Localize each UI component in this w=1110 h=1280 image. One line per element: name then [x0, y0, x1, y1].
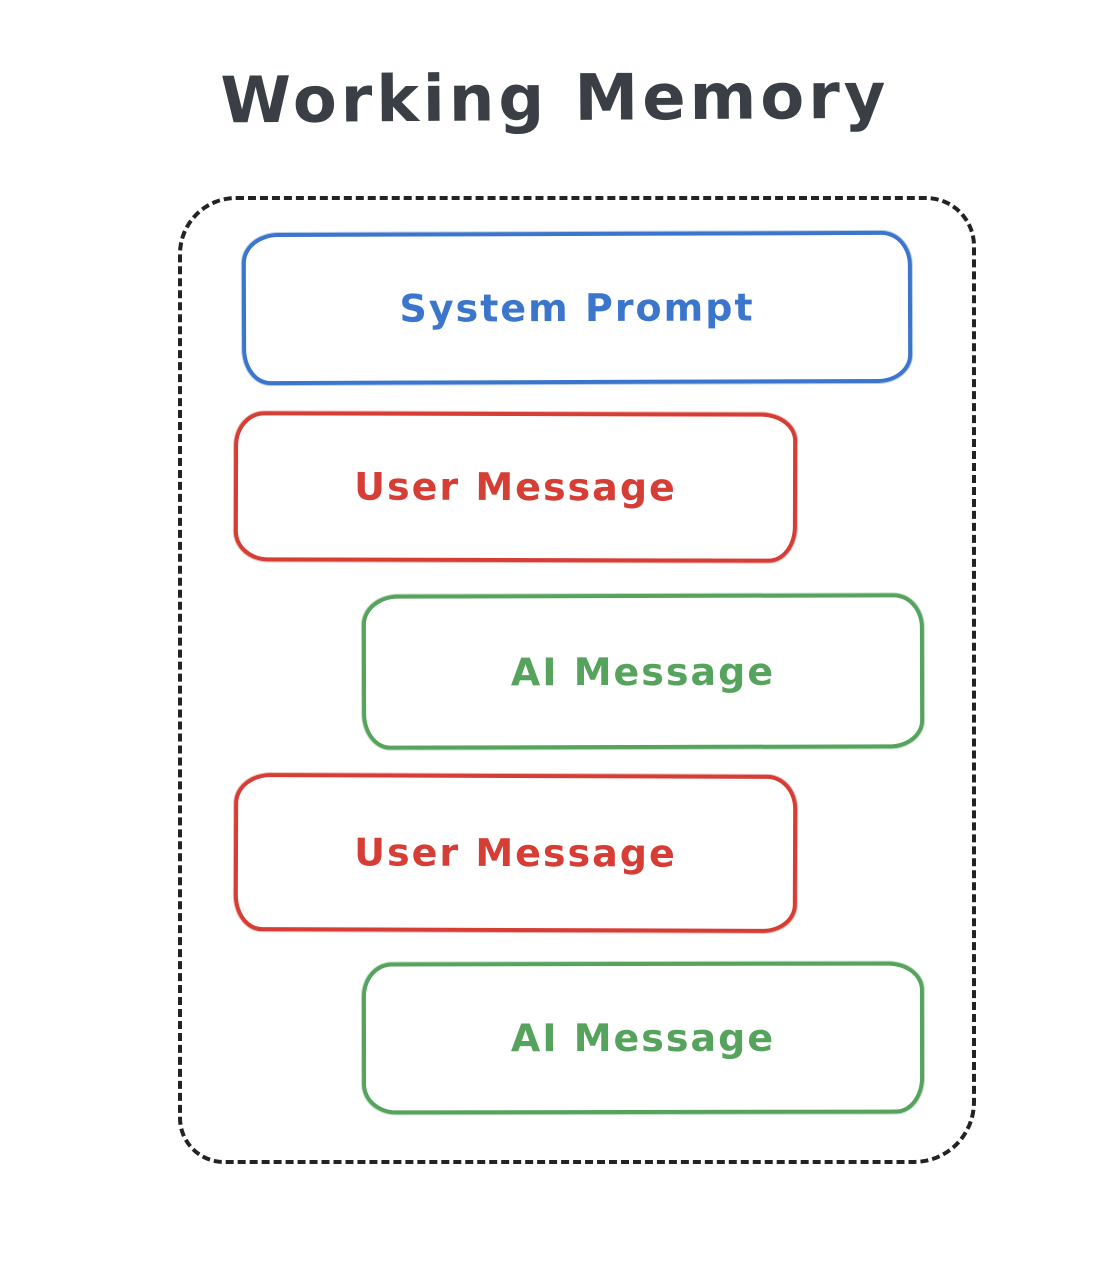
user-message-box-2: User Message [233, 773, 798, 933]
user-message-label-1: User Message [354, 464, 677, 510]
ai-message-box-2: AI Message [361, 961, 925, 1115]
page-title: Working Memory [220, 59, 890, 139]
ai-message-label-1: AI Message [510, 649, 776, 694]
working-memory-container: System Prompt User Message AI Message Us… [178, 196, 976, 1164]
system-prompt-box: System Prompt [241, 230, 913, 386]
user-message-label-2: User Message [354, 830, 677, 876]
ai-message-box-1: AI Message [361, 593, 925, 750]
user-message-box-1: User Message [233, 411, 798, 563]
system-prompt-label: System Prompt [399, 285, 755, 331]
ai-message-label-2: AI Message [510, 1015, 776, 1061]
